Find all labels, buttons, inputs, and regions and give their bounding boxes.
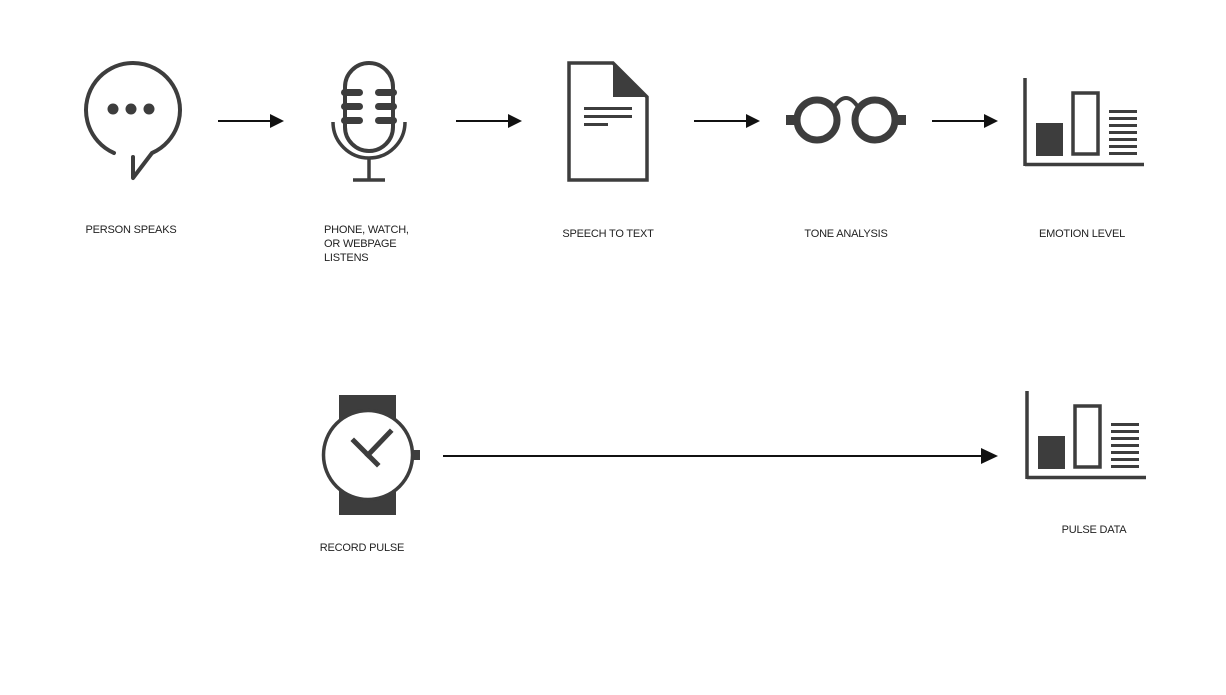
step-label-tone-analysis: TONE ANALYSIS [804, 228, 888, 240]
flow-arrow [932, 114, 998, 128]
flow-arrow [218, 114, 284, 128]
speech-bubble-icon [84, 61, 182, 180]
glasses-icon [786, 96, 906, 144]
document-icon [567, 61, 649, 182]
step-label-phone-watch-webpage-listens: PHONE, WATCH, OR WEBPAGE LISTENS [324, 224, 409, 264]
bar-chart-icon [1023, 78, 1144, 167]
step-label-record-pulse: RECORD PULSE [319, 542, 405, 554]
step-label-emotion-level: EMOTION LEVEL [1038, 228, 1126, 240]
step-label-speech-to-text: SPEECH TO TEXT [562, 228, 654, 240]
bar-chart-icon [1025, 391, 1146, 480]
step-label-person-speaks: PERSON SPEAKS [85, 224, 177, 236]
flow-arrow-long [443, 448, 998, 464]
microphone-icon [331, 61, 407, 182]
flow-arrow [694, 114, 760, 128]
flow-arrow [456, 114, 522, 128]
step-label-pulse-data: PULSE DATA [1061, 524, 1127, 536]
watch-icon [321, 395, 420, 515]
